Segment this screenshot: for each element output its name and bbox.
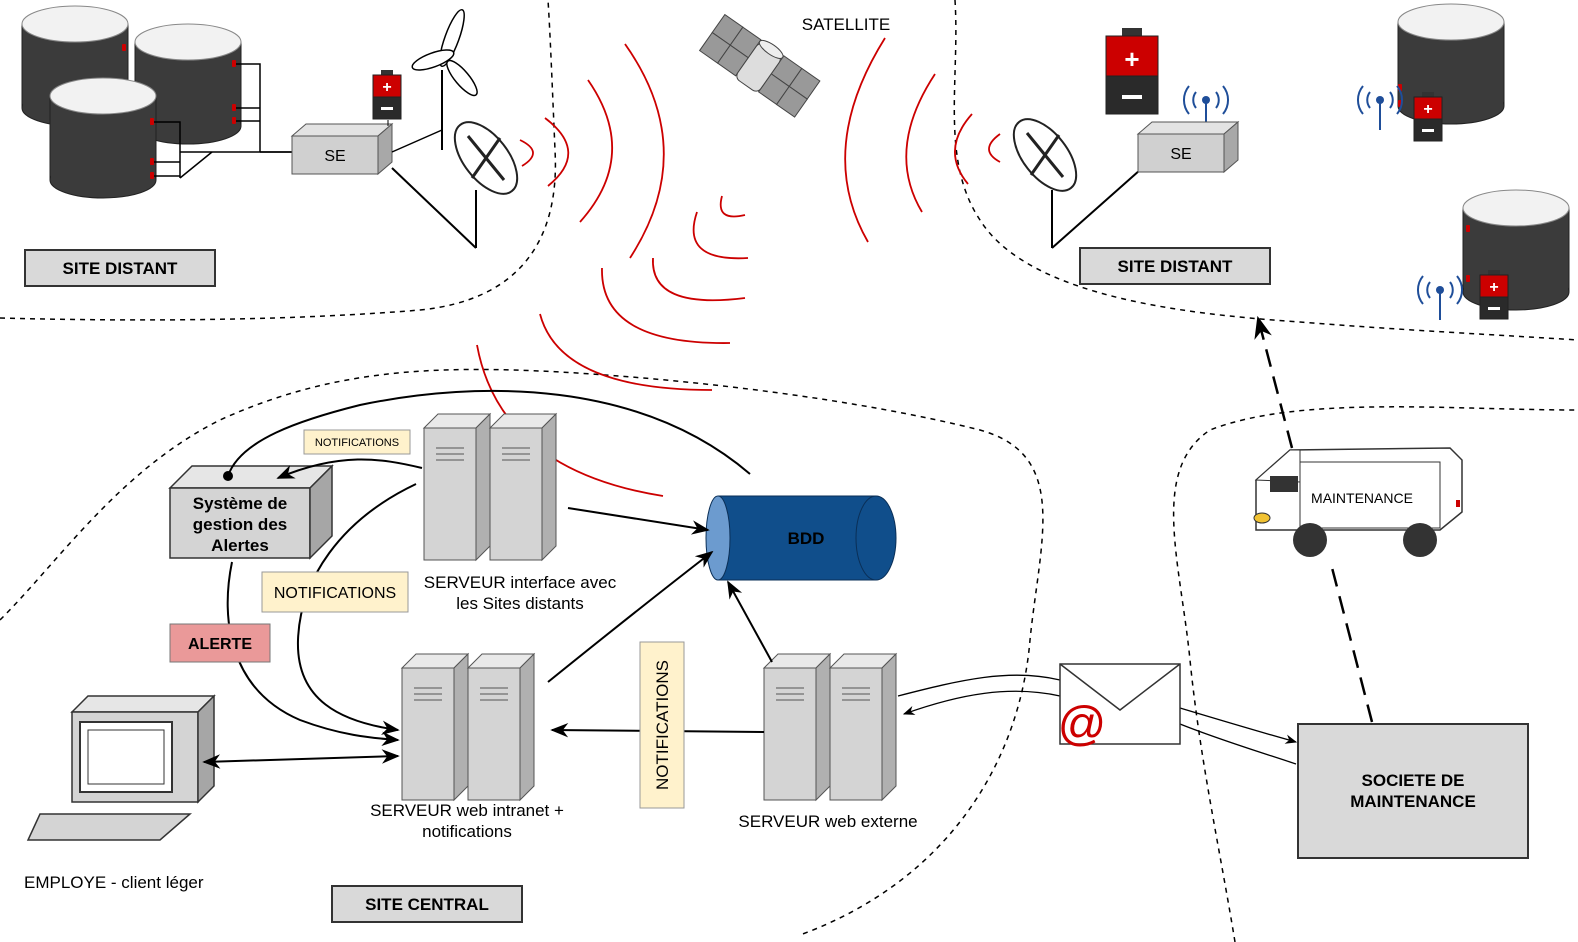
notif-medium-label: NOTIFICATIONS (274, 585, 396, 602)
server-icon-external (763, 653, 897, 801)
notif-small-tag: NOTIFICATIONS (303, 429, 411, 455)
alert-system-box: Système de gestion des Alertes (168, 464, 334, 560)
server-interface-line1: SERVEUR interface avec (424, 573, 617, 592)
satellite-icon (698, 13, 821, 118)
alerte-tag: ALERTE (169, 623, 271, 663)
alert-system-line1: Système de (193, 494, 288, 513)
battery-icon (372, 69, 402, 120)
maintenance-van-label: MAINTENANCE (1311, 490, 1413, 506)
notif-medium-tag: NOTIFICATIONS (261, 571, 409, 613)
societe-line2: MAINTENANCE (1350, 792, 1476, 811)
email-icon: @ (1058, 663, 1181, 751)
sensor-wiring-left (154, 63, 292, 179)
alert-system-line3: Alertes (211, 536, 269, 555)
satellite-dish-icon (441, 109, 531, 207)
tank-cluster-left (21, 5, 242, 199)
tank-cluster-right (1356, 3, 1570, 321)
se-box-left: SE (290, 122, 394, 176)
server-external-label: SERVEUR web externe (738, 812, 917, 831)
site-central-label: SITE CENTRAL (365, 895, 489, 914)
computer-icon (26, 694, 216, 841)
database-icon: BDD (705, 495, 897, 581)
server-interface-line2: les Sites distants (456, 594, 584, 613)
svg-text:+: + (1124, 44, 1139, 74)
alerte-label: ALERTE (188, 636, 252, 653)
satellite-label: SATELLITE (802, 15, 891, 34)
email-link (897, 674, 1298, 765)
server-icon-intranet (401, 653, 535, 801)
maintenance-route (1254, 315, 1374, 723)
battery-icon-large: + (1105, 28, 1159, 115)
dish-link-right (1051, 169, 1141, 249)
notif-vertical-label: NOTIFICATIONS (653, 660, 672, 790)
notif-vertical-tag: NOTIFICATIONS (639, 641, 685, 809)
alert-system-line2: gestion des (193, 515, 287, 534)
site-distant-left-label: SITE DISTANT (63, 259, 179, 278)
site-central-box: SITE CENTRAL (331, 885, 523, 923)
se-label-right: SE (1170, 146, 1191, 163)
societe-maintenance-box: SOCIETE DE MAINTENANCE (1297, 723, 1529, 859)
satellite-signal-arcs (476, 37, 1001, 497)
site-distant-right-box: SITE DISTANT (1079, 247, 1271, 285)
wind-turbine-icon (391, 8, 478, 153)
dish-link-left (391, 167, 477, 249)
se-label-left: SE (324, 148, 345, 165)
server-intranet-line2: notifications (422, 822, 512, 841)
server-icon-interface (423, 413, 557, 561)
connector-dot (223, 471, 233, 481)
se-box-right: SE (1136, 120, 1240, 174)
societe-line1: SOCIETE DE (1362, 771, 1465, 790)
email-at-symbol: @ (1058, 698, 1107, 751)
employe-label: EMPLOYE - client léger (24, 873, 204, 892)
notif-small-label: NOTIFICATIONS (315, 437, 399, 449)
maintenance-van-icon: MAINTENANCE (1253, 447, 1463, 557)
satellite-dish-icon-right (1000, 106, 1090, 204)
server-intranet-line1: SERVEUR web intranet + (370, 801, 564, 820)
central-connectors (202, 389, 773, 769)
site-distant-left-box: SITE DISTANT (24, 249, 216, 287)
bdd-label: BDD (788, 529, 825, 548)
site-distant-right-label: SITE DISTANT (1118, 257, 1234, 276)
